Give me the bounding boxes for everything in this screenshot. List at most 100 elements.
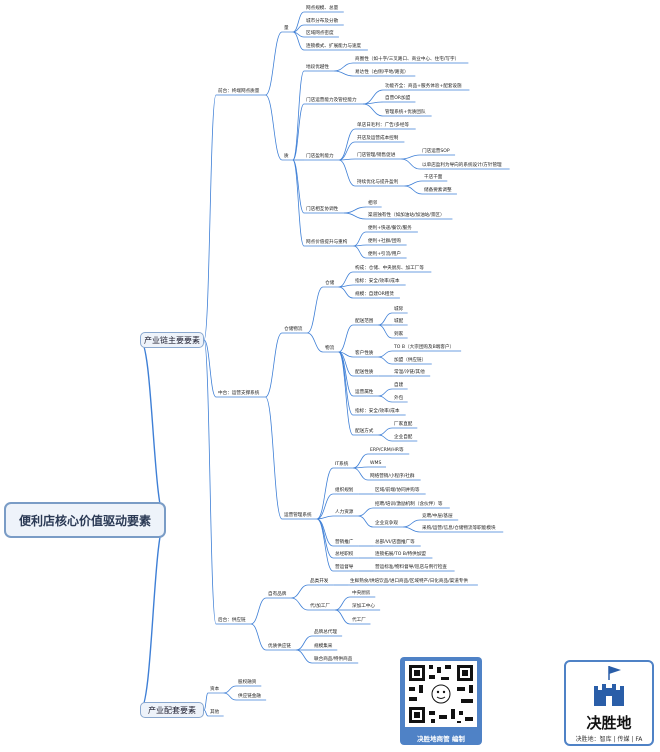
connector-curve (292, 31, 305, 51)
node-label: 规模集采 (314, 644, 333, 649)
connector-curve (338, 351, 354, 416)
node-label: 配送方式 (355, 429, 374, 434)
node-label: 人力资源 (335, 510, 354, 515)
connector-curve (316, 518, 334, 572)
connector-curve (292, 70, 305, 161)
connector-curve (250, 597, 267, 625)
connector-curve (265, 396, 283, 520)
node-label: 网点价值提升与重构 (306, 240, 348, 245)
node-label: 连锁拓展/TO B/特供加盟 (375, 552, 426, 557)
connector-curve (203, 709, 209, 717)
connector-curve (378, 312, 393, 326)
node-label: 优质供应链 (268, 644, 291, 649)
connector-curve (139, 519, 167, 711)
connector-curve (292, 159, 305, 247)
connector-curve (291, 597, 309, 611)
node-label: 供应链金融 (238, 694, 261, 699)
node-label: 运营属性 (355, 390, 374, 395)
connector-curve (292, 103, 305, 161)
node-label: 商圈性（如十字/三叉路口、商业中心、住宅/写字） (355, 57, 460, 62)
connector-curve (250, 623, 267, 651)
node-label: IT系统 (335, 462, 349, 467)
node-label: 持续优化与提升盈利 (357, 180, 399, 185)
node-label: 门店运营SOP (422, 149, 450, 154)
connector-curve (338, 351, 354, 436)
node-label: 常温/冷链/其他 (394, 370, 425, 375)
connector-curve (401, 158, 421, 170)
connector-curve (403, 526, 421, 533)
node-label: 组织规划 (335, 488, 354, 493)
node-label: 单店日毛利：广告/多经等 (357, 123, 410, 128)
connector-curve (296, 635, 313, 651)
node-label: 仓储物流 (284, 327, 303, 332)
connector-curve (352, 453, 369, 469)
node-label: 门店相互协调性 (306, 207, 339, 212)
node-label: 自有品牌 (268, 592, 287, 597)
root-node: 便利店核心价值驱动要素 (4, 502, 166, 538)
node-label: 门店运营能力及管控能力 (306, 98, 357, 103)
node-label: 指标：安全/效率/成本 (355, 279, 400, 284)
connector-curve (291, 584, 309, 599)
connector-curve (378, 395, 393, 403)
node-label: 招聘/培训/激励机制（含伙伴）等 (375, 502, 443, 507)
node-label: 外包 (394, 396, 404, 401)
connector-curve (401, 154, 421, 160)
qr-caption: 决胜地商管 编制 (417, 735, 465, 743)
node-label: 量 (284, 26, 289, 31)
connector-curve (338, 128, 356, 161)
connector-curve (316, 518, 334, 547)
node-label: 易达性（右侧/平地/路宽） (355, 70, 409, 75)
node-label: TO B（大宗团购及B端客户） (394, 345, 455, 350)
node-label: 物流 (325, 346, 335, 351)
node-label: 代工厂 (352, 618, 366, 623)
connector-curve (363, 103, 384, 117)
node-label: 千店千面 (424, 175, 443, 180)
node-label: 管理系统+优质团队 (385, 110, 426, 115)
connector-curve (223, 685, 237, 694)
node-label: 相邻 (368, 201, 378, 206)
node-label: 质 (284, 154, 289, 159)
connector-curve (378, 356, 393, 365)
node-label: 竞聘/中层/基层 (422, 514, 453, 519)
connector-curve (352, 467, 369, 481)
node-label: 连锁模式、扩展能力与速度 (306, 44, 362, 49)
node-label: 城市分布及分散 (306, 19, 339, 24)
connector-curve (334, 609, 351, 625)
node-label: 采购/运营/信息/仓储物流等职能模块 (422, 526, 496, 531)
connector-curve (334, 62, 354, 72)
node-label: 加盟（供应链） (394, 358, 427, 363)
brand-name: 决胜地 (586, 714, 632, 732)
castle-flag-icon (594, 666, 624, 706)
node-label: 规模：自建OR租赁 (355, 292, 394, 297)
connector-curve (353, 231, 367, 247)
connector-curve (378, 388, 393, 397)
connector-curve (338, 159, 356, 187)
node-label: 营运督导 (335, 565, 354, 570)
connector-curve (334, 596, 351, 611)
brand-logo-card: 决胜地 决胜地：智库 | 传媒 | FA (564, 660, 654, 746)
node-label: 功能齐全：商品+服务体验+配套设施 (385, 84, 462, 89)
connector-curve (316, 493, 334, 520)
node-label: 客户性质 (355, 351, 374, 356)
connector-curve (358, 515, 374, 528)
node-label: 深加工中心 (352, 604, 375, 609)
connector-curve (316, 518, 334, 559)
node-label: 联合商品/特供商品 (314, 657, 353, 662)
node-label: 门店盈利能力 (306, 154, 334, 159)
node-label: 区域/前端/协同并购等 (375, 488, 420, 493)
connector-curve (338, 286, 354, 299)
connector-curve (307, 332, 324, 353)
connector-curve (306, 286, 324, 334)
connector-curve (203, 339, 217, 625)
node-label: 到家 (394, 332, 404, 337)
node-label: 资本 (210, 687, 220, 692)
node-label: 企业自配 (394, 435, 413, 440)
branch-node-support: 产业配套要素 (140, 702, 204, 718)
node-label: 配送性质 (355, 370, 374, 375)
node-label: 地段优越性 (306, 65, 329, 70)
node-label: 便利+快递/餐饮/服务 (368, 226, 412, 231)
node-label: 门店管理/销售促进 (357, 153, 396, 158)
node-label: 其他 (210, 710, 220, 715)
connector-curve (358, 507, 374, 517)
